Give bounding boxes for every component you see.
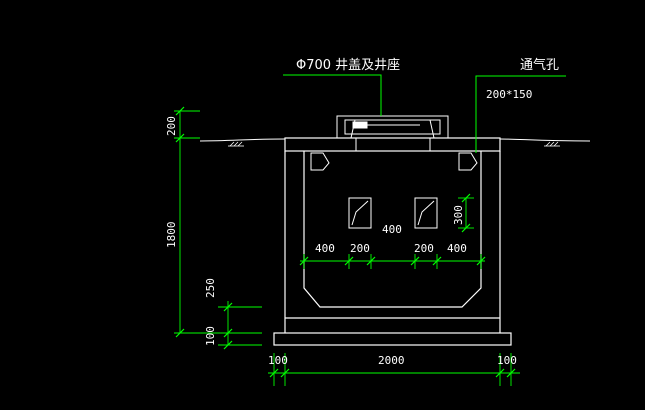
foundation-slab xyxy=(273,332,512,346)
dim-base-100: 100 xyxy=(204,326,217,346)
vent-brackets xyxy=(310,152,478,171)
dim-cover-height: 200 xyxy=(165,116,178,136)
well-structure xyxy=(273,137,512,346)
leader-lines xyxy=(283,74,566,153)
dim-inner-400-left: 400 xyxy=(315,242,335,255)
dim-wall-height: 1800 xyxy=(165,222,178,249)
ground-line xyxy=(199,138,591,142)
dim-bottom-right-100: 100 xyxy=(497,354,517,367)
dim-hole-height-300: 300 xyxy=(452,205,465,225)
ground-hatch-left xyxy=(228,141,244,147)
vent-hole-label: 通气孔 xyxy=(520,57,559,73)
dim-haunch-250: 250 xyxy=(204,278,217,298)
wall-openings xyxy=(348,197,438,229)
dim-inner-400-middle: 400 xyxy=(382,223,402,236)
dim-bottom-left-100: 100 xyxy=(268,354,288,367)
vent-size-label: 200*150 xyxy=(486,88,532,101)
cover-leader xyxy=(283,74,382,116)
dim-inner-200-right: 200 xyxy=(414,242,434,255)
dim-bottom-width: 2000 xyxy=(378,354,405,367)
opening-right xyxy=(414,197,438,229)
vent-leader xyxy=(475,75,566,153)
manhole-cover xyxy=(336,115,449,151)
dimension-ticks xyxy=(175,106,516,378)
ground-hatch-right xyxy=(544,141,560,147)
dim-inner-200-left: 200 xyxy=(350,242,370,255)
dim-inner-400-right: 400 xyxy=(447,242,467,255)
top-slab xyxy=(284,137,501,152)
opening-left xyxy=(348,197,372,229)
manhole-cover-label: Φ700 井盖及井座 xyxy=(296,58,400,73)
